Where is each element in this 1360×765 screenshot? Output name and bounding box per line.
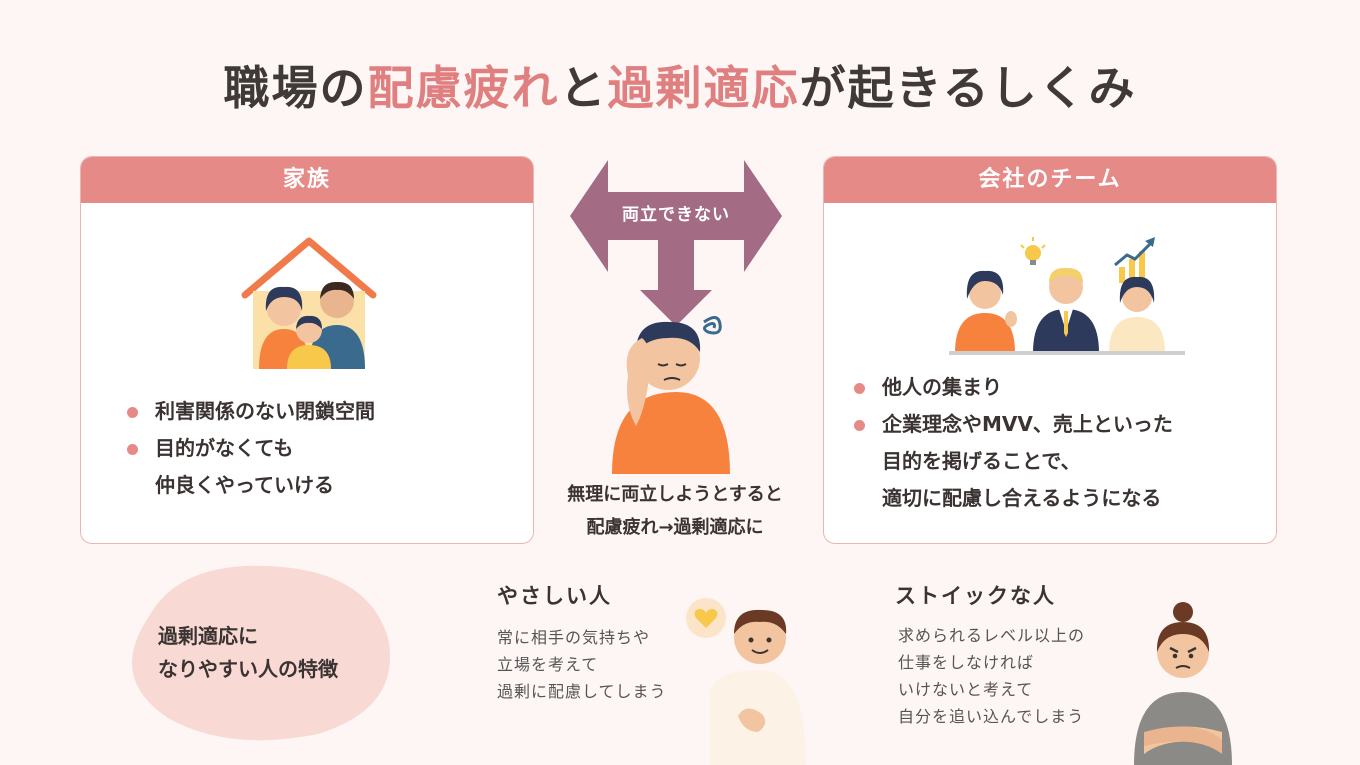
title-part: 職場の — [223, 61, 368, 115]
center-line: 配慮疲れ→過剰適応に — [586, 517, 764, 538]
title-part: と — [559, 61, 608, 115]
stoic-person-title: ストイックな人 — [895, 584, 1056, 608]
center-explanation: 無理に両立しようとすると 配慮疲れ→過剰適応に — [540, 478, 810, 544]
center-line: 無理に両立しようとすると — [567, 484, 783, 505]
company-panel: 会社のチーム 他人の集まり 企業理念やMVV、売上といった目的を掲げることで — [823, 156, 1277, 544]
company-bullet-continuation: 目的を掲げることで、 — [882, 449, 1081, 473]
traits-heading-line: 過剰適応に — [158, 624, 258, 648]
family-house-icon — [241, 237, 377, 369]
conflict-arrow-icon — [570, 160, 782, 326]
page-title: 職場の配慮疲れと過剰適応が起きるしくみ — [0, 52, 1360, 118]
gentle-person-icon — [686, 598, 806, 765]
family-bullet: 目的がなくても仲良くやっていける — [123, 430, 375, 504]
stoic-person-desc: 求められるレベル以上の 仕事をしなければ いけないと考えて 自分を追い込んでしま… — [898, 626, 1086, 726]
company-bullet: 他人の集まり — [850, 369, 1173, 406]
arrow-label: 両立できない — [622, 205, 730, 225]
traits-heading: 過剰適応に なりやすい人の特徴 — [158, 620, 338, 686]
title-part: が起きるしくみ — [799, 61, 1137, 115]
troubled-person-icon — [612, 316, 730, 474]
team-meeting-icon — [949, 237, 1185, 355]
gentle-person-title: やさしい人 — [497, 584, 612, 608]
family-panel: 家族 利害関係のない閉鎖空間 目的がなくても仲良くやっていける — [80, 156, 534, 544]
title-highlight-overadaptation: 過剰適応 — [607, 61, 800, 115]
family-bullet: 利害関係のない閉鎖空間 — [123, 393, 375, 430]
company-bullet-continuation: 適切に配慮し合えるようになる — [882, 486, 1162, 510]
company-bullet: 企業理念やMVV、売上といった目的を掲げることで、適切に配慮し合えるようになる — [850, 406, 1173, 517]
stoic-person-icon — [1134, 602, 1232, 765]
gentle-person-desc: 常に相手の気持ちや 立場を考えて 過剰に配慮してしまう — [497, 628, 667, 701]
traits-heading-line: なりやすい人の特徴 — [158, 657, 338, 681]
company-panel-header: 会社のチーム — [824, 157, 1276, 203]
traits-blob — [132, 565, 390, 741]
family-bullets: 利害関係のない閉鎖空間 目的がなくても仲良くやっていける — [123, 393, 375, 504]
family-panel-header: 家族 — [81, 157, 533, 203]
title-highlight-fatigue: 配慮疲れ — [367, 61, 560, 115]
family-bullet-continuation: 仲良くやっていける — [155, 473, 334, 497]
company-bullets: 他人の集まり 企業理念やMVV、売上といった目的を掲げることで、適切に配慮し合え… — [850, 369, 1173, 517]
